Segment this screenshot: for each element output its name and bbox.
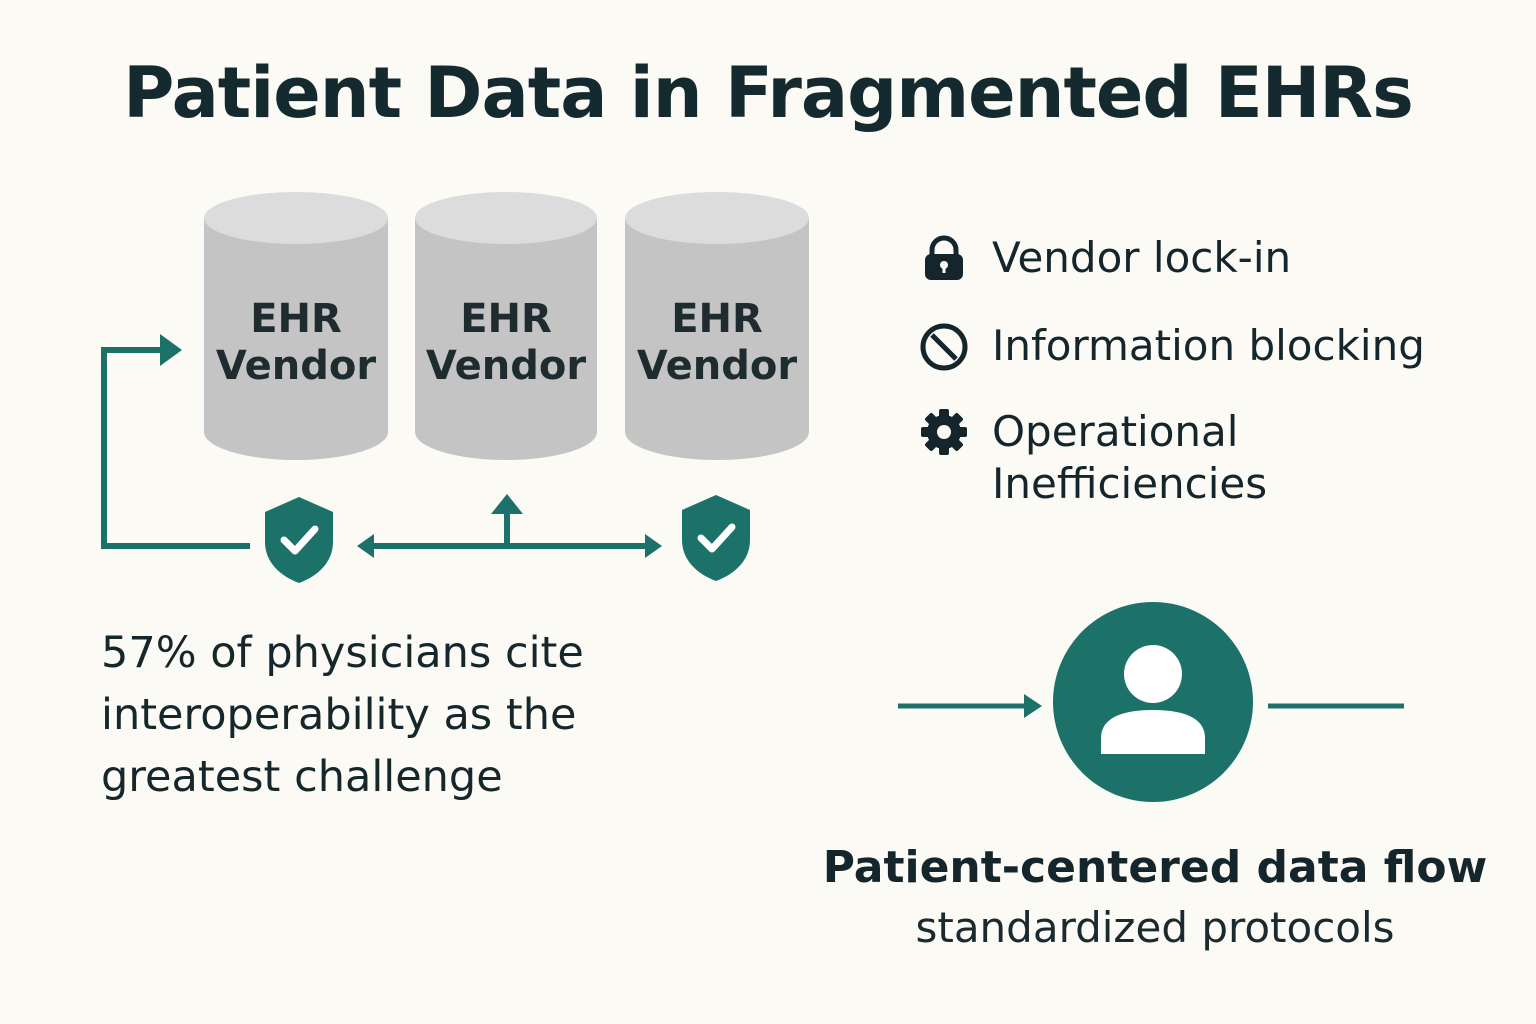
double-arrow-left-head bbox=[357, 534, 374, 558]
ehr-vendor-label-3: EHR Vendor bbox=[625, 296, 809, 390]
issue-label: Vendor lock-in bbox=[992, 233, 1292, 282]
issue-item-vendor-lock-in: Vendor lock-in bbox=[918, 232, 1291, 284]
ehr-vendor-label-2: EHR Vendor bbox=[414, 296, 598, 390]
gear-icon bbox=[921, 409, 967, 455]
padlock-icon bbox=[925, 235, 963, 280]
connector-lines bbox=[101, 334, 662, 558]
patient-flow bbox=[898, 694, 1404, 718]
issue-label: Information blocking bbox=[992, 321, 1425, 370]
ehr-vendor-database-3 bbox=[625, 192, 809, 460]
vendor-label-line1: EHR bbox=[460, 296, 552, 342]
caption-subtitle: standardized protocols bbox=[915, 903, 1395, 952]
blocked-icon bbox=[920, 323, 968, 371]
vendor-label-line2: Vendor bbox=[636, 343, 798, 389]
issue-item-operational-inefficiencies: Operational Inefficiencies bbox=[918, 406, 1352, 510]
vendor-label-line2: Vendor bbox=[425, 343, 587, 389]
physician-statistic-text: 57% of physicians cite interoperability … bbox=[101, 628, 584, 802]
vendor-label-line1: EHR bbox=[671, 296, 763, 342]
ehr-vendor-database-2 bbox=[415, 192, 597, 460]
shield-check-icon bbox=[682, 495, 750, 581]
ehr-vendor-database-1 bbox=[204, 192, 388, 460]
patient-flow-caption: Patient-centered data flow standardized … bbox=[810, 838, 1500, 958]
vendor-label-line1: EHR bbox=[250, 296, 342, 342]
caption-title: Patient-centered data flow bbox=[822, 842, 1488, 893]
issue-label: Operational Inefficiencies bbox=[992, 407, 1268, 508]
loop-arrowhead bbox=[160, 334, 182, 366]
page-title: Patient Data in Fragmented EHRs bbox=[123, 52, 1414, 134]
loop-arrow bbox=[101, 347, 250, 549]
issue-item-information-blocking: Information blocking bbox=[918, 320, 1425, 372]
vendor-label-line2: Vendor bbox=[215, 343, 377, 389]
patient-avatar-icon bbox=[1053, 602, 1253, 802]
ehr-vendor-label-1: EHR Vendor bbox=[204, 296, 388, 390]
up-arrow-head bbox=[491, 494, 523, 514]
shield-check-icon bbox=[265, 497, 333, 583]
double-arrow-right-head bbox=[645, 534, 662, 558]
